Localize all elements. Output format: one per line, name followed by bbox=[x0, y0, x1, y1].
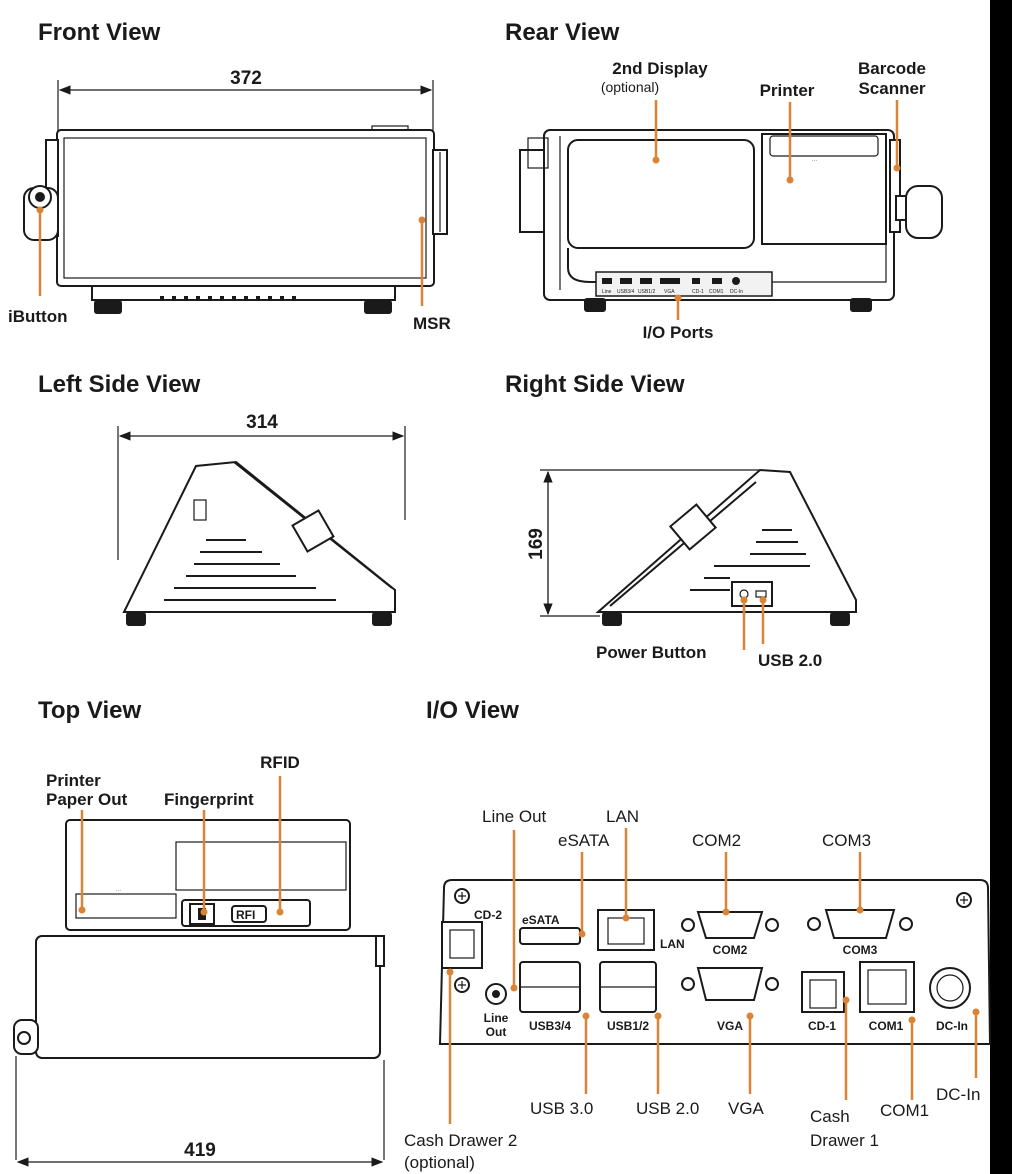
usb12-port-label: USB1/2 bbox=[607, 1019, 649, 1033]
esata-port bbox=[519, 927, 581, 945]
lan-port-label: LAN bbox=[660, 937, 685, 951]
rear-port-com1: COM1 bbox=[709, 289, 724, 295]
top-view-drawing: ··· RFI bbox=[13, 776, 385, 1167]
usb34-port-label: USB3/4 bbox=[529, 1019, 571, 1033]
cash-drawer1-callout-label-line2: Drawer 1 bbox=[810, 1131, 879, 1150]
rear-port-vga: VGA bbox=[664, 289, 675, 295]
com3-port-label: COM3 bbox=[843, 943, 878, 957]
com1-port-label: COM1 bbox=[869, 1019, 904, 1033]
com1-callout-label: COM1 bbox=[880, 1101, 929, 1120]
left-side-view-title: Left Side View bbox=[38, 371, 201, 398]
com2-callout-label: COM2 bbox=[692, 831, 741, 850]
com2-port-label: COM2 bbox=[713, 943, 748, 957]
top-view-title: Top View bbox=[38, 697, 141, 724]
svg-text:···: ··· bbox=[116, 888, 121, 894]
com2-port bbox=[696, 911, 764, 939]
dcin-callout-label: DC-In bbox=[936, 1085, 980, 1104]
second-display-label: 2nd Display bbox=[612, 59, 708, 78]
front-left-foot bbox=[94, 300, 122, 314]
usb30-callout-label: USB 3.0 bbox=[530, 1099, 593, 1118]
left-side-drawing: 314 bbox=[117, 412, 406, 626]
ibutton-label: iButton bbox=[8, 307, 67, 326]
esata-callout-label: eSATA bbox=[558, 831, 610, 850]
dcin-port bbox=[929, 967, 971, 1009]
cash-drawer1-callout-label-line1: Cash bbox=[810, 1107, 850, 1126]
top-screen bbox=[35, 935, 381, 1059]
cd1-port bbox=[801, 971, 845, 1013]
front-view-title: Front View bbox=[38, 19, 161, 46]
vga-callout-label: VGA bbox=[728, 1099, 765, 1118]
front-view-drawing: 372 bbox=[23, 68, 448, 314]
fingerprint-label: Fingerprint bbox=[164, 790, 254, 809]
line-out-port-label-line2: Out bbox=[486, 1025, 507, 1039]
cash-drawer2-callout-label-line1: Cash Drawer 2 bbox=[404, 1131, 517, 1150]
barcode-label-line1: Barcode bbox=[858, 59, 926, 78]
front-chassis bbox=[56, 129, 435, 287]
io-view-title: I/O View bbox=[426, 697, 519, 724]
com3-callout-label: COM3 bbox=[822, 831, 871, 850]
line-out-port-label-line1: Line bbox=[484, 1011, 509, 1025]
vga-port bbox=[696, 967, 764, 1001]
line-out-callout-label: Line Out bbox=[482, 807, 547, 826]
right-side-drawing: 169 bbox=[526, 468, 857, 650]
printer-label: Printer bbox=[760, 81, 815, 100]
rear-port-usb12: USB1/2 bbox=[638, 289, 655, 295]
rear-port-line-out: Line bbox=[602, 289, 612, 295]
rear-port-dcin: DC-In bbox=[730, 289, 743, 295]
printer-paper-label-line1: Printer bbox=[46, 771, 101, 790]
usb20-callout-label: USB 2.0 bbox=[636, 1099, 699, 1118]
vga-port-label: VGA bbox=[717, 1019, 743, 1033]
front-screen bbox=[63, 137, 427, 279]
io-panel-drawing: CD-2 eSATA Line Out USB3/4 LAN USB1/2 CO… bbox=[438, 828, 992, 1124]
dcin-port-label: DC-In bbox=[936, 1019, 968, 1033]
front-right-foot bbox=[364, 300, 392, 314]
top-width-label: 419 bbox=[184, 1140, 216, 1161]
lan-callout-label: LAN bbox=[606, 807, 639, 826]
com3-port bbox=[824, 909, 896, 939]
cash-drawer2-callout-label-line2: (optional) bbox=[404, 1153, 475, 1172]
printer-paper-label-line2: Paper Out bbox=[46, 790, 128, 809]
rear-second-display bbox=[567, 139, 755, 249]
cd2-label: CD-2 bbox=[474, 908, 502, 922]
right-side-view-title: Right Side View bbox=[505, 371, 685, 398]
io-ports-label: I/O Ports bbox=[643, 323, 714, 342]
rfid-mark: RFI bbox=[236, 908, 255, 922]
rear-view-title: Rear View bbox=[505, 19, 620, 46]
right-side-body bbox=[595, 468, 857, 613]
second-display-optional: (optional) bbox=[601, 79, 659, 95]
barcode-label-line2: Scanner bbox=[858, 79, 925, 98]
power-button-label: Power Button bbox=[596, 643, 707, 662]
rfid-reader bbox=[231, 905, 267, 923]
rear-port-cd1: CD-1 bbox=[692, 289, 704, 295]
rear-port-usb34: USB3/4 bbox=[617, 289, 634, 295]
rear-printer bbox=[761, 133, 887, 245]
edge-bar bbox=[990, 0, 1012, 1174]
esata-port-label: eSATA bbox=[522, 913, 560, 927]
front-width-label: 372 bbox=[230, 68, 262, 89]
right-height-label: 169 bbox=[526, 528, 547, 560]
usb2-side-label: USB 2.0 bbox=[758, 651, 822, 670]
cd1-port-label: CD-1 bbox=[808, 1019, 836, 1033]
cd2-port bbox=[441, 921, 483, 969]
svg-text:···: ··· bbox=[812, 158, 817, 164]
rfid-label: RFID bbox=[260, 753, 300, 772]
left-depth-label: 314 bbox=[246, 412, 278, 433]
left-side-body bbox=[122, 460, 396, 613]
rear-view-drawing: ··· Line USB3/4 USB1/2 VGA CD-1 COM1 DC-… bbox=[519, 100, 943, 320]
msr-label: MSR bbox=[413, 314, 451, 333]
